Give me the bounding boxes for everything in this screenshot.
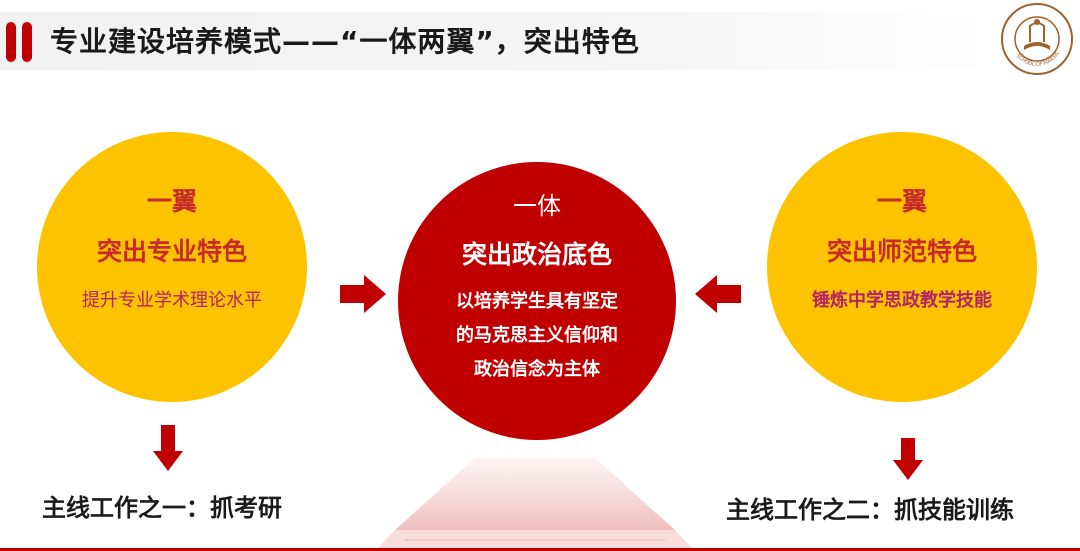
left-wing-label: 一翼 [146, 187, 197, 216]
center-body-label: 一体 [513, 192, 561, 220]
title-accent-mark [6, 22, 16, 62]
center-body-circle: 一体 突出政治底色 以培养学生具有坚定 的马克思主义信仰和 政治信念为主体 [398, 162, 676, 440]
center-body-description-line: 以培养学生具有坚定 [456, 291, 618, 312]
center-body-description: 以培养学生具有坚定 的马克思主义信仰和 政治信念为主体 [456, 285, 618, 387]
title-bar [0, 12, 995, 70]
right-wing-heading: 突出师范特色 [826, 237, 977, 266]
main-task-one: 主线工作之一：抓考研 [42, 494, 282, 522]
left-wing-heading: 突出专业特色 [96, 237, 247, 266]
right-wing-circle: 一翼 突出师范特色 锤炼中学思政教学技能 [767, 132, 1037, 402]
arrow-right-icon [340, 275, 386, 313]
arrow-down-icon [153, 425, 183, 471]
right-wing-label: 一翼 [876, 187, 927, 216]
center-body-description-line: 的马克思主义信仰和 [456, 325, 618, 346]
page-title: 专业建设培养模式——“一体两翼”，突出特色 [50, 25, 640, 58]
center-body-description-line: 政治信念为主体 [474, 359, 600, 380]
title-accent-mark [22, 22, 32, 62]
main-task-two: 主线工作之二：抓技能训练 [726, 496, 1014, 524]
arrow-left-icon [695, 275, 741, 313]
left-wing-description: 提升专业学术理论水平 [82, 290, 262, 311]
arrow-down-icon [893, 438, 923, 480]
left-wing-circle: 一翼 突出专业特色 提升专业学术理论水平 [37, 132, 307, 402]
center-body-heading: 突出政治底色 [461, 240, 612, 269]
school-logo: SCHOOL OF MARXISM [1000, 2, 1073, 75]
footer-line [0, 548, 1080, 551]
right-wing-description: 锤炼中学思政教学技能 [812, 290, 992, 311]
decorative-stage [375, 458, 695, 551]
